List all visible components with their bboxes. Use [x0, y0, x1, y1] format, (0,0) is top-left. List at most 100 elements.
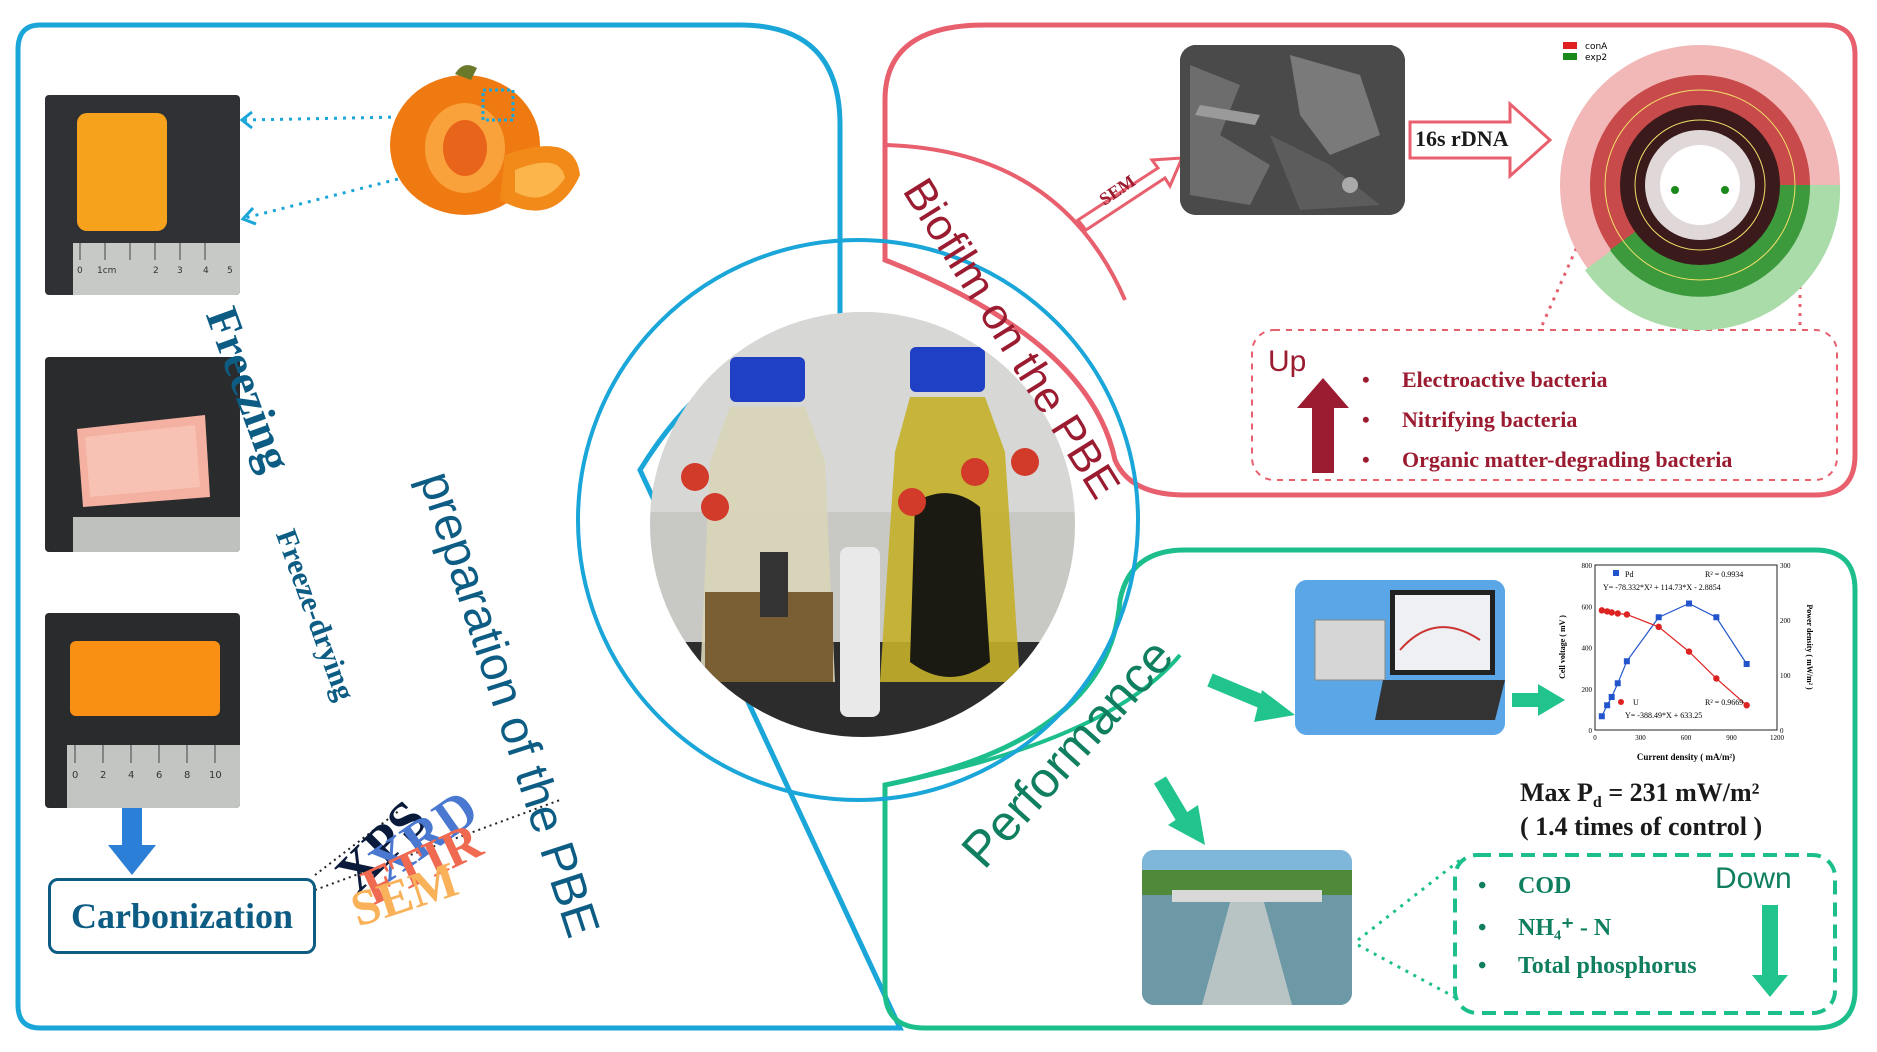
- pd-point: [1614, 680, 1621, 687]
- x-tick-label: 1200: [1770, 734, 1785, 742]
- legend-cona: conA: [1585, 42, 1608, 52]
- x-tick-label: 0: [1593, 734, 1597, 742]
- y-tick-label: 800: [1582, 562, 1593, 570]
- max-pd-prefix: Max P: [1520, 778, 1593, 807]
- cladogram: [1555, 40, 1845, 331]
- up-label: Up: [1268, 345, 1307, 378]
- pd-point: [1604, 702, 1611, 709]
- pd-point: [1655, 614, 1662, 621]
- max-pd-value: = 231 mW/m²: [1601, 778, 1760, 807]
- chart-y2label: Power density ( mW/m² ): [1805, 604, 1814, 690]
- performance-panel-border: [882, 547, 1858, 1031]
- carbonization-box: Carbonization: [48, 878, 316, 954]
- sem-arrow: [1075, 156, 1185, 233]
- perf-bullet-2: •NH₄⁺ - N: [1478, 915, 1612, 941]
- sem-image: [1180, 45, 1405, 215]
- down-label: Down: [1715, 862, 1792, 895]
- pd-point: [1713, 614, 1720, 621]
- times-control: ( 1.4 times of control ): [1520, 812, 1763, 841]
- u-point: [1743, 702, 1750, 709]
- perf-arrow-3: [1153, 776, 1192, 826]
- perf-bullet-3: •Total phosphorus: [1478, 953, 1697, 979]
- biofilm-divider: [884, 143, 1127, 301]
- pd-r2: R² = 0.9934: [1705, 570, 1743, 579]
- pd-point: [1623, 658, 1630, 665]
- y-tick-label: 200: [1582, 686, 1593, 694]
- chart-y2-ticks: 0 100 200 300: [1780, 562, 1791, 735]
- svg-text:0: 0: [77, 266, 83, 276]
- pumpkin-arrow-1: [244, 115, 401, 122]
- pd-point: [1598, 713, 1605, 720]
- svg-text:10: 10: [209, 770, 222, 781]
- svg-text:4: 4: [203, 266, 209, 276]
- u-point: [1608, 609, 1615, 616]
- cladogram-legend: conA exp2: [1563, 42, 1607, 64]
- svg-text:6: 6: [156, 770, 162, 781]
- chart-ylabel: Cell voltage ( mV ): [1558, 615, 1567, 679]
- svg-text:8: 8: [184, 770, 190, 781]
- carbonized-block-photo: 0 2 4 6 8 10: [45, 613, 240, 808]
- rdna-arrow: [1408, 100, 1553, 180]
- svg-text:3: 3: [177, 266, 183, 276]
- u-point: [1614, 610, 1621, 617]
- u-point: [1623, 611, 1631, 618]
- svg-text:2: 2: [153, 266, 159, 276]
- pd-fit-eq: Y= -78.332*X² + 114.73*X - 2.8854: [1603, 583, 1721, 592]
- biofilm-dashed-box: [1251, 329, 1838, 481]
- u-point: [1598, 607, 1606, 614]
- svg-text:5: 5: [227, 266, 233, 276]
- bullet-phosphorus: Total phosphorus: [1518, 953, 1697, 979]
- instrument-photo: [1295, 580, 1505, 735]
- performance-divider: [884, 653, 1182, 787]
- rdna-arrow-label: 16s rDNA: [1415, 126, 1509, 151]
- chart-xlabel: Current density ( mA/m²): [1637, 752, 1735, 762]
- x-tick-label: 900: [1726, 734, 1737, 742]
- bullet-nh4: NH₄⁺ - N: [1518, 915, 1612, 941]
- y2-tick-label: 200: [1780, 617, 1791, 625]
- y2-tick-label: 100: [1780, 672, 1791, 680]
- pd-point: [1608, 694, 1615, 700]
- max-pd-sub: d: [1592, 794, 1602, 812]
- pd-point: [1743, 661, 1750, 667]
- legend-exp2: exp2: [1585, 53, 1608, 63]
- u-legend-label: U: [1633, 698, 1639, 707]
- bullet-cod: COD: [1518, 873, 1572, 899]
- center-ring: [576, 238, 1140, 802]
- frozen-block-photo: [45, 357, 240, 552]
- u-point: [1713, 675, 1720, 682]
- svg-text:2: 2: [100, 770, 106, 781]
- pd-point: [1686, 600, 1693, 607]
- u-fit-eq: Y= -388.49*X + 633.25: [1625, 711, 1702, 720]
- y2-tick-label: 0: [1780, 727, 1784, 735]
- u-point: [1685, 648, 1693, 655]
- svg-text:1cm: 1cm: [97, 266, 116, 276]
- u-r2: R² = 0.9669: [1705, 698, 1743, 707]
- pd-legend-label: Pd: [1625, 570, 1633, 579]
- bullet-organic: Organic matter-degrading bacteria: [1402, 447, 1733, 472]
- u-point: [1655, 623, 1662, 631]
- chart-points: [1598, 600, 1750, 720]
- y2-tick-label: 300: [1780, 562, 1791, 570]
- bullet-nitrifying: Nitrifying bacteria: [1402, 407, 1578, 432]
- svg-text:4: 4: [128, 770, 134, 781]
- bullet-electroactive: Electroactive bacteria: [1402, 367, 1608, 392]
- y-tick-label: 400: [1582, 645, 1593, 653]
- pumpkin-photo: [385, 60, 585, 230]
- biofilm-bullet-1: •Electroactive bacteria: [1362, 367, 1608, 392]
- svg-text:0: 0: [72, 770, 78, 781]
- biofilm-bullet-2: •Nitrifying bacteria: [1362, 407, 1578, 432]
- treatment-plant-photo: [1142, 850, 1352, 1005]
- carbonization-label: Carbonization: [70, 896, 293, 936]
- x-tick-label: 300: [1635, 734, 1646, 742]
- performance-dashed-box: [1453, 853, 1837, 1015]
- perf-bullet-1: •COD: [1478, 873, 1572, 899]
- biofilm-panel-border: [882, 22, 1858, 498]
- max-pd: Max Pd = 231 mW/m²: [1520, 778, 1759, 812]
- biofilm-bullet-3: •Organic matter-degrading bacteria: [1362, 447, 1733, 472]
- y-tick-label: 0: [1589, 727, 1593, 735]
- pumpkin-block-photo: 0 1cm 2 3 4 5: [45, 95, 240, 295]
